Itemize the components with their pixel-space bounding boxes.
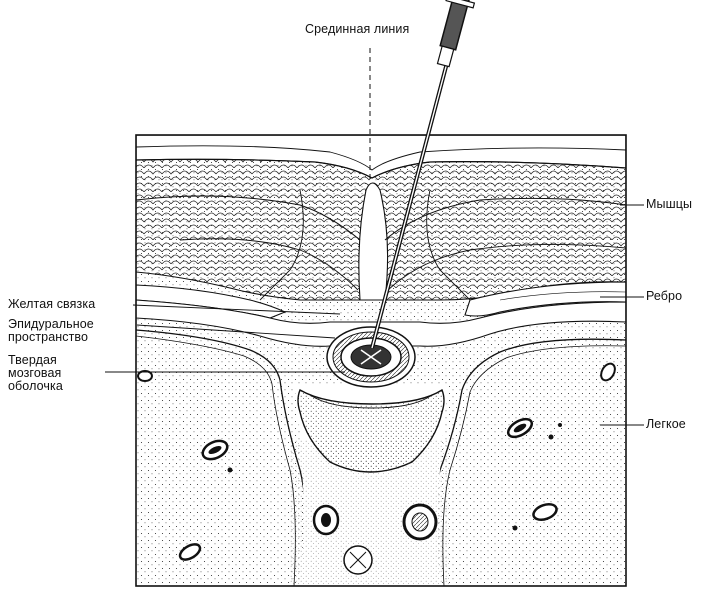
label-yellow-ligament: Желтая связка [8, 297, 96, 311]
cross-section [136, 135, 626, 586]
label-epidural-space: Эпидуральное пространство [8, 318, 94, 344]
label-lung: Легкое [646, 417, 686, 431]
label-dura-mater: Твердая мозговая оболочка [8, 354, 63, 393]
label-line: пространство [8, 330, 89, 344]
lung-vessels [137, 362, 616, 561]
label-rib: Ребро [646, 289, 683, 303]
label-line: мозговая [8, 366, 62, 380]
leader-lines [105, 204, 644, 426]
label-line: оболочка [8, 379, 63, 393]
label-line: Эпидуральное [8, 317, 94, 331]
vertebral-body [297, 388, 445, 473]
label-muscles: Мышцы [646, 197, 693, 211]
label-line: Твердая [8, 353, 57, 367]
syringe-icon [370, 0, 476, 349]
spinous-process [358, 182, 389, 301]
rib [464, 281, 626, 317]
label-midline: Срединная линия [305, 22, 410, 36]
